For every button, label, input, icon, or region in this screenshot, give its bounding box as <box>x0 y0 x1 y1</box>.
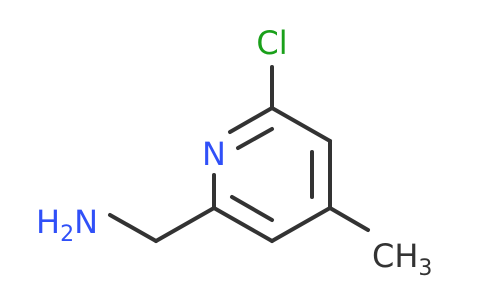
amine-subscript: 2 <box>60 222 74 247</box>
atom-labels: Cl N H2N CH3 <box>36 24 432 281</box>
chlorine-label: Cl <box>256 24 287 62</box>
bond-c4-c3 <box>270 206 332 243</box>
methyl-subscript: 3 <box>418 256 432 281</box>
bond-c6-c5 <box>270 106 332 143</box>
ring-nitrogen-label: N <box>202 135 226 173</box>
amine-h: H <box>36 203 60 241</box>
bond-c6-n-double-inner <box>236 127 274 150</box>
bond-c6-n <box>228 106 274 134</box>
bond-c3-c2-double-inner <box>230 195 274 222</box>
amine-label: H2N <box>36 203 98 247</box>
bond-c2-ch2 <box>154 206 216 243</box>
bonds <box>108 65 370 243</box>
bond-c4-methyl <box>328 206 370 232</box>
bond-ch2-nh2 <box>108 213 158 243</box>
amine-n: N <box>74 203 98 241</box>
methyl-ch: CH <box>372 237 418 275</box>
bond-c3-c2 <box>212 206 274 243</box>
methyl-label: CH3 <box>372 237 432 281</box>
